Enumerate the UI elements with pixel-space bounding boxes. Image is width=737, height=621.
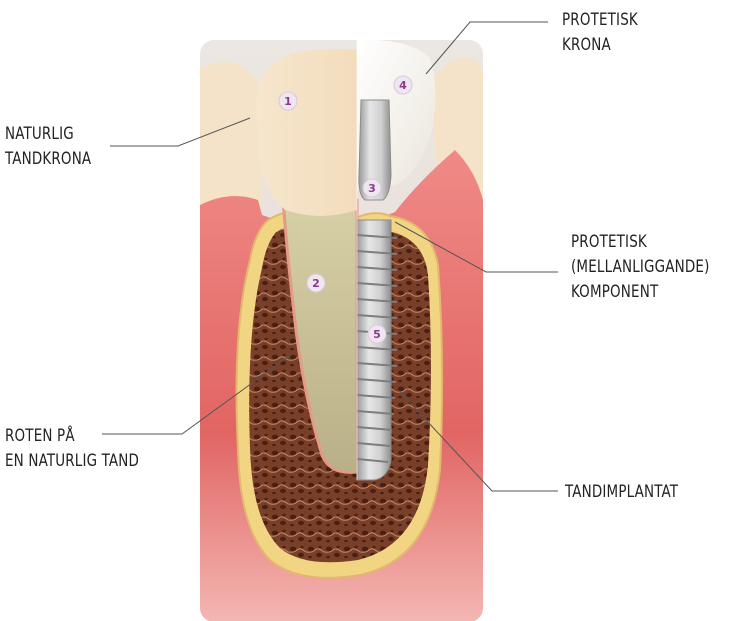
badge-1-number: 1 — [284, 95, 292, 108]
label-implant: TANDIMPLANTAT — [565, 480, 678, 505]
left-neighbor-tooth — [200, 62, 262, 210]
badge-1: 1 — [279, 92, 297, 110]
label-abutment-line2: (MELLANLIGGANDE) — [571, 255, 710, 280]
label-natural-crown-line2: TANDKRONA — [5, 147, 91, 172]
natural-crown — [256, 49, 357, 216]
label-natural-root-line1: ROTEN PÅ — [5, 424, 139, 449]
label-abutment-line1: PROTETISK — [571, 230, 710, 255]
badge-4: 4 — [394, 76, 412, 94]
label-abutment: PROTETISK (MELLANLIGGANDE) KOMPONENT — [571, 230, 710, 305]
cross-section — [200, 40, 483, 621]
label-prosthetic-crown-line2: KRONA — [562, 33, 638, 58]
badge-4-number: 4 — [399, 79, 407, 92]
label-prosthetic-crown-line1: PROTETISK — [562, 8, 638, 33]
label-natural-crown-line1: NATURLIG — [5, 122, 91, 147]
badge-2: 2 — [307, 274, 325, 292]
badge-2-number: 2 — [312, 277, 320, 290]
label-natural-root-line2: EN NATURLIG TAND — [5, 449, 139, 474]
badge-5-number: 5 — [373, 328, 381, 341]
label-prosthetic-crown: PROTETISK KRONA — [562, 8, 638, 58]
badge-5: 5 — [368, 325, 386, 343]
badge-3-number: 3 — [368, 182, 376, 195]
label-implant-line1: TANDIMPLANTAT — [565, 480, 678, 505]
label-natural-crown: NATURLIG TANDKRONA — [5, 122, 91, 172]
label-natural-root: ROTEN PÅ EN NATURLIG TAND — [5, 424, 139, 474]
label-abutment-line3: KOMPONENT — [571, 280, 710, 305]
badge-3: 3 — [363, 179, 381, 197]
